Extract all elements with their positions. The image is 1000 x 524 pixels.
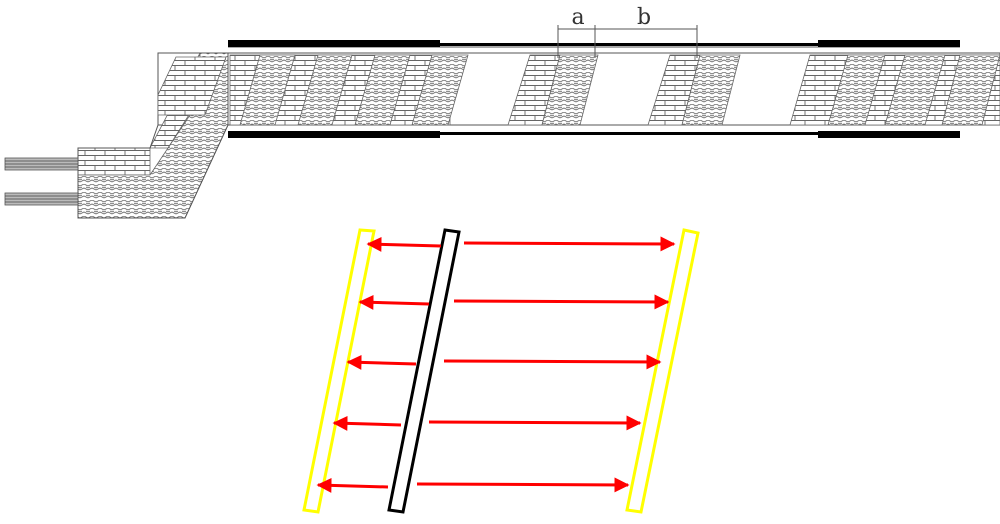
fill-strip [941, 54, 1000, 126]
arrow-left-2 [358, 294, 430, 310]
pillar-herring [681, 54, 741, 126]
fill-strip [884, 54, 946, 126]
arrow-right-4 [428, 415, 642, 431]
arrow-group [316, 236, 676, 493]
fill-band-right [789, 54, 1000, 126]
liner-bar-top-left [228, 40, 440, 47]
arrow-right-1 [463, 236, 676, 252]
arrow-right-5 [416, 477, 630, 493]
label-a: a [571, 5, 584, 30]
force-diagram [302, 228, 700, 514]
boundary-wall-left [302, 228, 376, 514]
fill-strip [297, 54, 353, 126]
liner-bar-top-right [818, 40, 960, 47]
cable-ends [4, 157, 79, 206]
liner-bar-bottom-mid [440, 132, 818, 135]
fill-band-left [229, 54, 469, 126]
liner-bars [228, 40, 960, 138]
bend-outline [77, 52, 229, 219]
liner-bar-bottom-left [228, 131, 440, 138]
cable-end-upper [4, 157, 79, 171]
central-plate [387, 228, 461, 514]
label-b: b [637, 5, 651, 30]
pillar-group-2 [647, 54, 741, 126]
arrow-right-3 [443, 354, 662, 370]
pillar-group-1 [507, 54, 599, 126]
fill-strip [827, 54, 886, 126]
dimension-lines: a b [557, 5, 698, 58]
arrow-left-3 [346, 354, 417, 370]
liner-bar-top-mid [440, 43, 818, 46]
arrow-right-2 [453, 294, 670, 310]
boundary-wall-right [625, 228, 700, 514]
tunnel-plan-view: a b [4, 5, 1000, 219]
arrow-left-1 [366, 236, 442, 252]
bend-brick-upper [157, 56, 227, 116]
arrow-left-5 [316, 477, 389, 493]
pillar-herring [541, 54, 599, 126]
arrow-left-4 [332, 415, 402, 431]
liner-bar-bottom-right [818, 131, 960, 138]
fill-strip [239, 54, 296, 126]
cable-end-lower [4, 192, 79, 206]
bend-section [77, 52, 229, 219]
fill-strip [354, 54, 411, 126]
fill-strip [411, 54, 469, 126]
